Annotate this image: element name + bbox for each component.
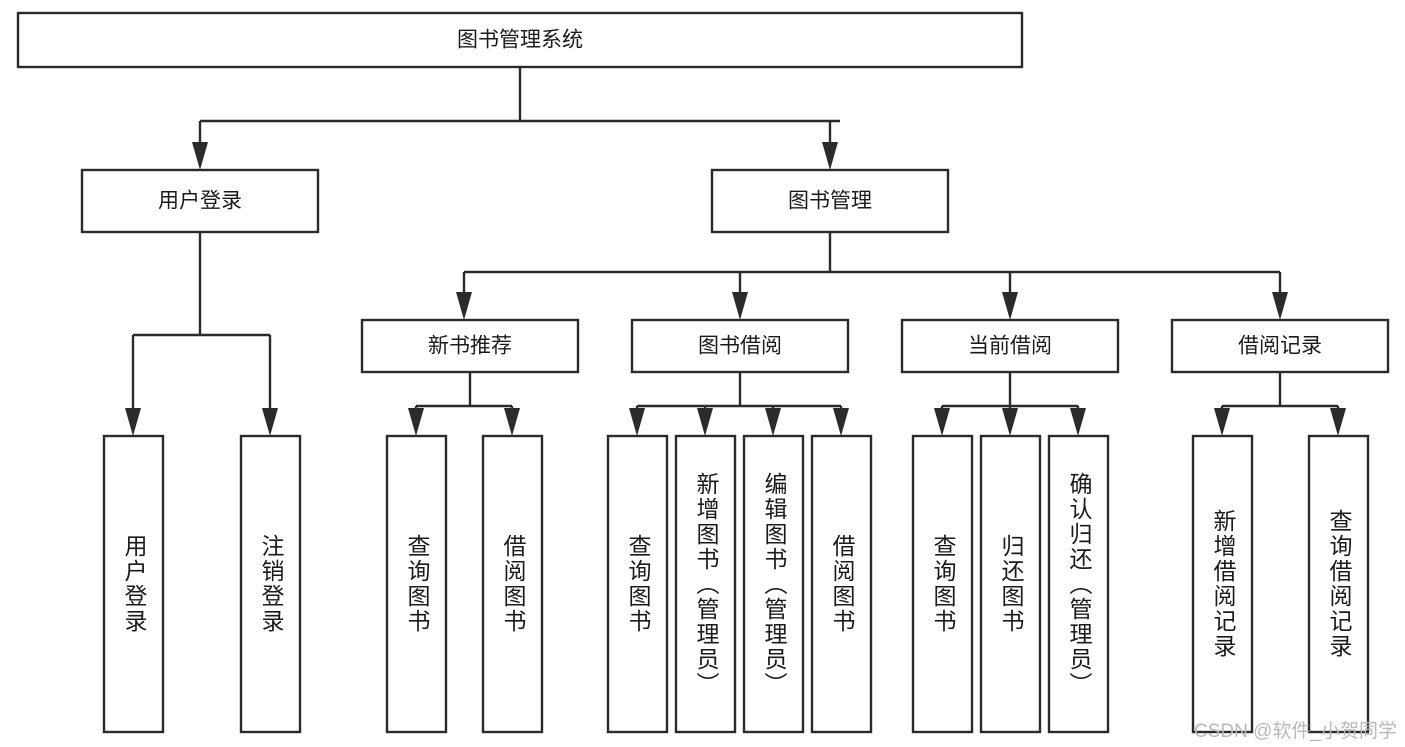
- connector-group-book-borrow-to-leaves: [629, 372, 849, 436]
- arrow-head-current-borrow: [1002, 292, 1018, 320]
- connector-group-new-book-rec-to-leaves: [408, 372, 520, 436]
- node-box-leaf-add-book[interactable]: [674, 434, 737, 734]
- connector-group-book-mgmt-to-level3: [456, 232, 1288, 320]
- node-box-current-borrow[interactable]: [900, 318, 1120, 374]
- watermark-text: CSDN @软件_小贺同学: [1194, 721, 1397, 742]
- node-box-new-book-rec[interactable]: [360, 318, 580, 374]
- node-box-user-login[interactable]: [80, 168, 320, 234]
- arrow-head-new-book-rec: [456, 292, 472, 320]
- connector-group-borrow-record-to-leaves: [1214, 372, 1346, 436]
- arrow-head-leaf-borrow-book-1: [504, 408, 520, 436]
- arrow-head-leaf-return-book: [1002, 408, 1018, 436]
- arrow-head-user-login: [192, 142, 208, 170]
- node-box-leaf-confirm-return[interactable]: [1047, 434, 1110, 734]
- arrow-head-borrow-record: [1272, 292, 1288, 320]
- label-new-book-rec: 新书推荐: [428, 335, 512, 358]
- label-book-mgmt: 图书管理: [788, 190, 872, 213]
- node-box-leaf-query-record[interactable]: [1307, 434, 1370, 734]
- connector-group-root-to-level2: [192, 67, 840, 170]
- node-box-leaf-query-book-1[interactable]: [385, 434, 448, 734]
- node-box-book-borrow[interactable]: [630, 318, 850, 374]
- label-root: 图书管理系统: [457, 29, 583, 52]
- node-box-leaf-user-logout[interactable]: [239, 434, 302, 734]
- node-box-root[interactable]: [16, 11, 1024, 69]
- arrow-head-leaf-user-login: [125, 408, 141, 436]
- arrow-head-leaf-query-book-3: [934, 408, 950, 436]
- arrow-head-leaf-query-book-2: [629, 408, 645, 436]
- arrow-head-leaf-confirm-return: [1070, 408, 1086, 436]
- node-box-leaf-borrow-book-1[interactable]: [481, 434, 544, 734]
- arrow-head-book-mgmt: [822, 142, 838, 170]
- node-box-book-mgmt[interactable]: [710, 168, 950, 234]
- arrow-head-leaf-add-book: [697, 408, 713, 436]
- node-box-leaf-query-book-3[interactable]: [911, 434, 974, 734]
- node-box-leaf-add-record[interactable]: [1191, 434, 1254, 734]
- arrow-head-leaf-borrow-book-2: [833, 408, 849, 436]
- connector-group-user-login-to-leaves: [125, 232, 278, 436]
- label-borrow-record: 借阅记录: [1238, 335, 1322, 358]
- node-box-leaf-edit-book[interactable]: [742, 434, 805, 734]
- node-box-leaf-user-login[interactable]: [102, 434, 165, 734]
- connector-group-current-borrow-to-leaves: [934, 372, 1086, 436]
- node-box-leaf-return-book[interactable]: [979, 434, 1042, 734]
- label-book-borrow: 图书借阅: [698, 335, 782, 358]
- arrow-head-leaf-edit-book: [765, 408, 781, 436]
- arrow-head-leaf-query-book-1: [408, 408, 424, 436]
- arrow-head-book-borrow: [732, 292, 748, 320]
- arrow-head-leaf-user-logout: [262, 408, 278, 436]
- label-user-login: 用户登录: [158, 190, 242, 213]
- node-box-leaf-query-book-2[interactable]: [606, 434, 669, 734]
- label-current-borrow: 当前借阅: [968, 335, 1052, 358]
- arrow-head-leaf-add-record: [1214, 408, 1230, 436]
- node-box-borrow-record[interactable]: [1170, 318, 1390, 374]
- arrow-head-leaf-query-record: [1330, 408, 1346, 436]
- node-box-leaf-borrow-book-2[interactable]: [810, 434, 873, 734]
